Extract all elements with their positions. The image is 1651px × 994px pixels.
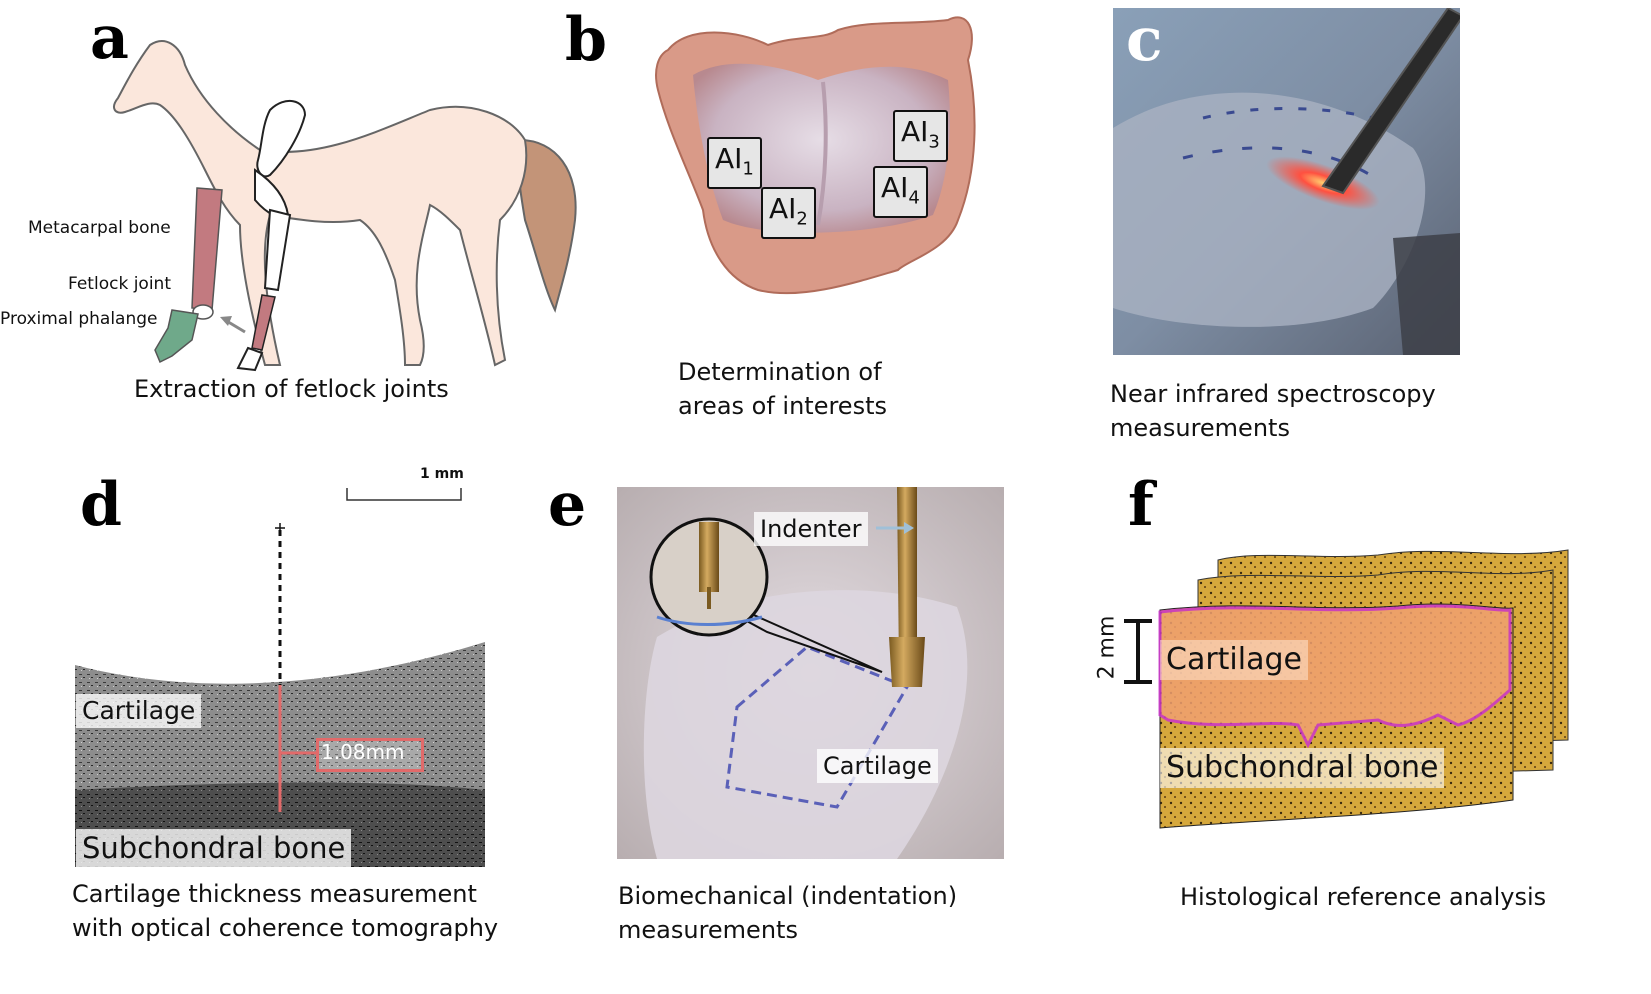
area-of-interest-4: AI4: [873, 166, 928, 218]
panel-f-caption: Histological reference analysis: [1180, 883, 1547, 911]
horse-body: [113, 40, 528, 367]
scale-bar: [346, 488, 462, 501]
metacarpal-bone-label: Metacarpal bone: [28, 218, 171, 238]
indenter-arrow: [876, 522, 914, 534]
panel-c-letter: c: [1126, 5, 1163, 75]
histology-stack: [1158, 549, 1569, 829]
panel-b-caption-line2: areas of interests: [678, 392, 887, 420]
area-of-interest-3: AI3: [893, 110, 948, 162]
nir-probe: [1321, 8, 1460, 195]
scale-bar-label: 1 mm: [420, 466, 464, 482]
panel-d-caption-line2: with optical coherence tomography: [72, 914, 499, 942]
panel-e-letter: e: [548, 470, 587, 540]
histology-cartilage-label: Cartilage: [1160, 640, 1308, 680]
indentation-photo: [617, 487, 1004, 859]
panel-b-caption-line1: Determination of: [678, 358, 882, 386]
panel-e-caption-line2: measurements: [618, 916, 798, 944]
panel-f-letter: f: [1128, 470, 1154, 540]
panel-e-caption-line1: Biomechanical (indentation): [618, 882, 958, 910]
area-of-interest-2: AI2: [761, 187, 816, 239]
indenter-label: Indenter: [754, 512, 868, 546]
indentation-cartilage-label: Cartilage: [817, 749, 938, 783]
area-of-interest-1: AI1: [707, 137, 762, 189]
extraction-arrow-head: [220, 316, 232, 326]
horse-illustration: [113, 40, 577, 372]
panel-c-caption-line2: measurements: [1110, 414, 1290, 442]
histology-scale-label: 2 mm: [1094, 615, 1120, 680]
panel-d-letter: d: [80, 470, 122, 540]
thickness-value-box: [316, 738, 424, 772]
panel-a-caption: Extraction of fetlock joints: [134, 375, 449, 403]
panel-b-letter: b: [565, 5, 607, 75]
horse-radius: [263, 208, 292, 292]
histology-bone-label: Subchondral bone: [1160, 748, 1445, 788]
oct-cartilage-label: Cartilage: [76, 694, 202, 728]
histology-scale-bar: [1124, 619, 1152, 684]
panel-d-caption-line1: Cartilage thickness measurement: [72, 880, 477, 908]
horse-scapula: [256, 100, 307, 178]
panel-a-letter: a: [90, 3, 129, 73]
indenter-rod: [897, 487, 917, 667]
proximal-phalange-shape: [154, 309, 199, 364]
thickness-value: 1.08mm: [321, 740, 405, 764]
specimen-ridge: [816, 81, 828, 226]
horse-hoof: [236, 346, 264, 372]
horse-cannon: [251, 294, 276, 351]
joint-specimen-photo: [655, 16, 976, 295]
panel-c-caption-line1: Near infrared spectroscopy: [1110, 380, 1436, 408]
proximal-phalange-label: Proximal phalange: [0, 309, 158, 329]
fetlock-joint-label: Fetlock joint: [68, 274, 171, 294]
nir-probe-photo: [1113, 8, 1460, 355]
oct-bone-label: Subchondral bone: [76, 829, 352, 867]
horse-tail: [516, 138, 577, 313]
metacarpal-bone-shape: [191, 187, 223, 311]
